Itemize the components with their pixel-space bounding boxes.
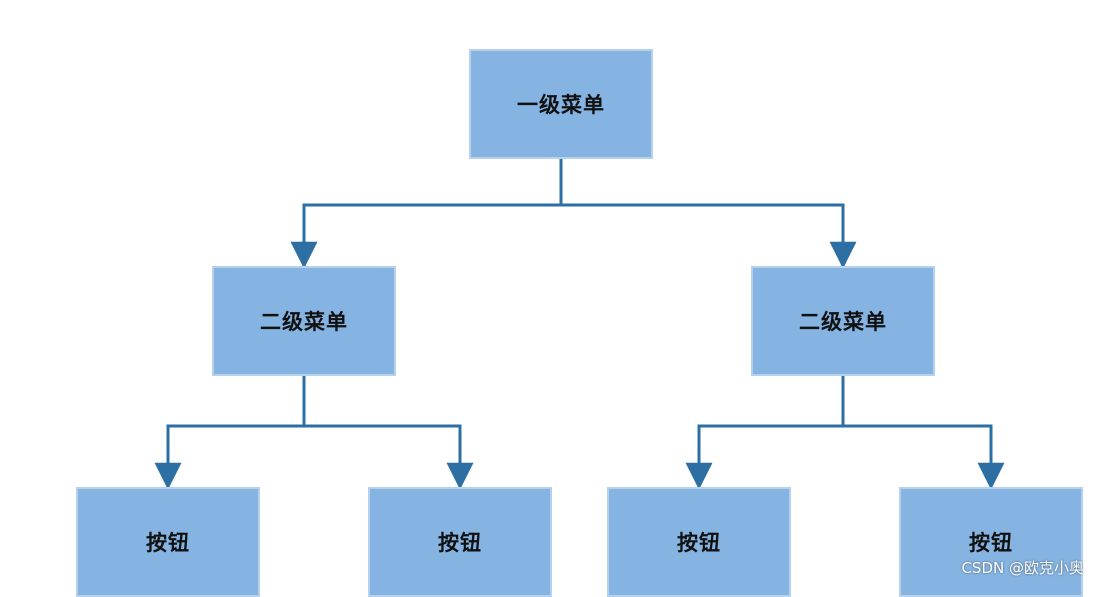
button-node-3: 按钮 [607,487,791,597]
edge-level2-to-button [304,424,474,490]
edge-level2-to-button [843,424,1005,490]
edge-level2-to-button [685,376,845,490]
level2-menu-label: 二级菜单 [799,310,887,334]
root-menu-label: 一级菜单 [517,93,605,117]
edge-level2-to-button [154,376,306,490]
button-node-2: 按钮 [368,487,552,597]
button-node-1: 按钮 [76,487,260,597]
button-node-4: 按钮 [899,487,1083,597]
button-node-label: 按钮 [677,531,721,555]
level2-menu-node-right: 二级菜单 [751,266,935,376]
level2-menu-label: 二级菜单 [260,310,348,334]
root-menu-node: 一级菜单 [469,49,653,159]
edge-root-to-level2 [290,159,563,269]
edge-root-to-level2 [561,203,857,269]
button-node-label: 按钮 [969,531,1013,555]
level2-menu-node-left: 二级菜单 [212,266,396,376]
button-node-label: 按钮 [146,531,190,555]
watermark: CSDN @欧克小奥 [961,559,1084,577]
button-node-label: 按钮 [438,531,482,555]
